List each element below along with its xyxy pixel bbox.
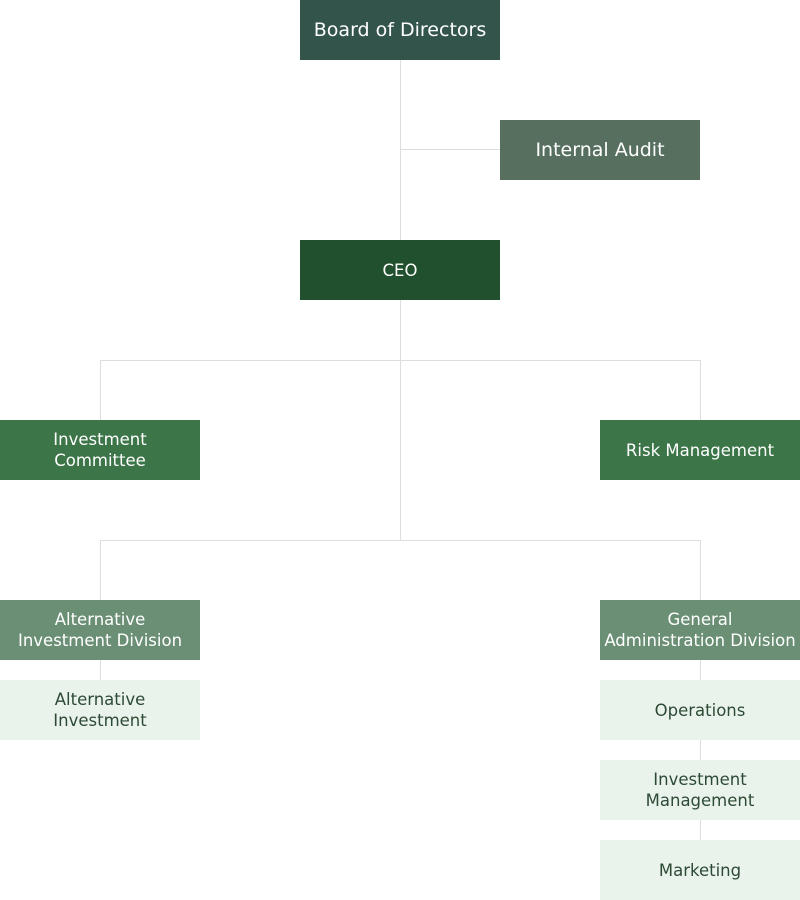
operations-unit-box[interactable]: Operations [600, 680, 800, 740]
risk-management-label: Risk Management [625, 440, 775, 460]
connector-to-risk-management [700, 360, 701, 420]
risk-management-box[interactable]: Risk Management [600, 420, 800, 480]
general-administration-division-label: General Administration Division [604, 610, 796, 650]
connector-alternative-units [100, 660, 101, 680]
connector-to-alternative-division [100, 540, 101, 600]
general-administration-division-box[interactable]: General Administration Division [600, 600, 800, 660]
investment-committee-box[interactable]: Investment Committee [0, 420, 200, 480]
investment-management-unit-label: Investment Management [645, 770, 755, 810]
marketing-unit-box[interactable]: Marketing [600, 840, 800, 900]
investment-committee-label: Investment Committee [53, 430, 147, 470]
connector-ceo-down [400, 300, 401, 540]
alternative-investment-unit-box[interactable]: Alternative Investment [0, 680, 200, 740]
ceo-box[interactable]: CEO [300, 240, 500, 300]
operations-unit-label: Operations [654, 700, 746, 720]
connector-division-branch [100, 540, 701, 541]
ceo-label: CEO [382, 260, 418, 280]
board-of-directors-label: Board of Directors [313, 18, 487, 41]
connector-to-general-division [700, 540, 701, 600]
alternative-investment-division-label: Alternative Investment Division [17, 610, 183, 650]
connector-internal-audit [400, 149, 500, 150]
internal-audit-box[interactable]: Internal Audit [500, 120, 700, 180]
connector-to-investment-committee [100, 360, 101, 420]
investment-management-unit-box[interactable]: Investment Management [600, 760, 800, 820]
alternative-investment-unit-label: Alternative Investment [53, 690, 147, 730]
connector-committee-branch [100, 360, 701, 361]
internal-audit-label: Internal Audit [535, 138, 665, 161]
alternative-investment-division-box[interactable]: Alternative Investment Division [0, 600, 200, 660]
connector-board-ceo [400, 60, 401, 240]
marketing-unit-label: Marketing [658, 860, 742, 880]
board-of-directors-box[interactable]: Board of Directors [300, 0, 500, 60]
connector-general-units [700, 660, 701, 840]
